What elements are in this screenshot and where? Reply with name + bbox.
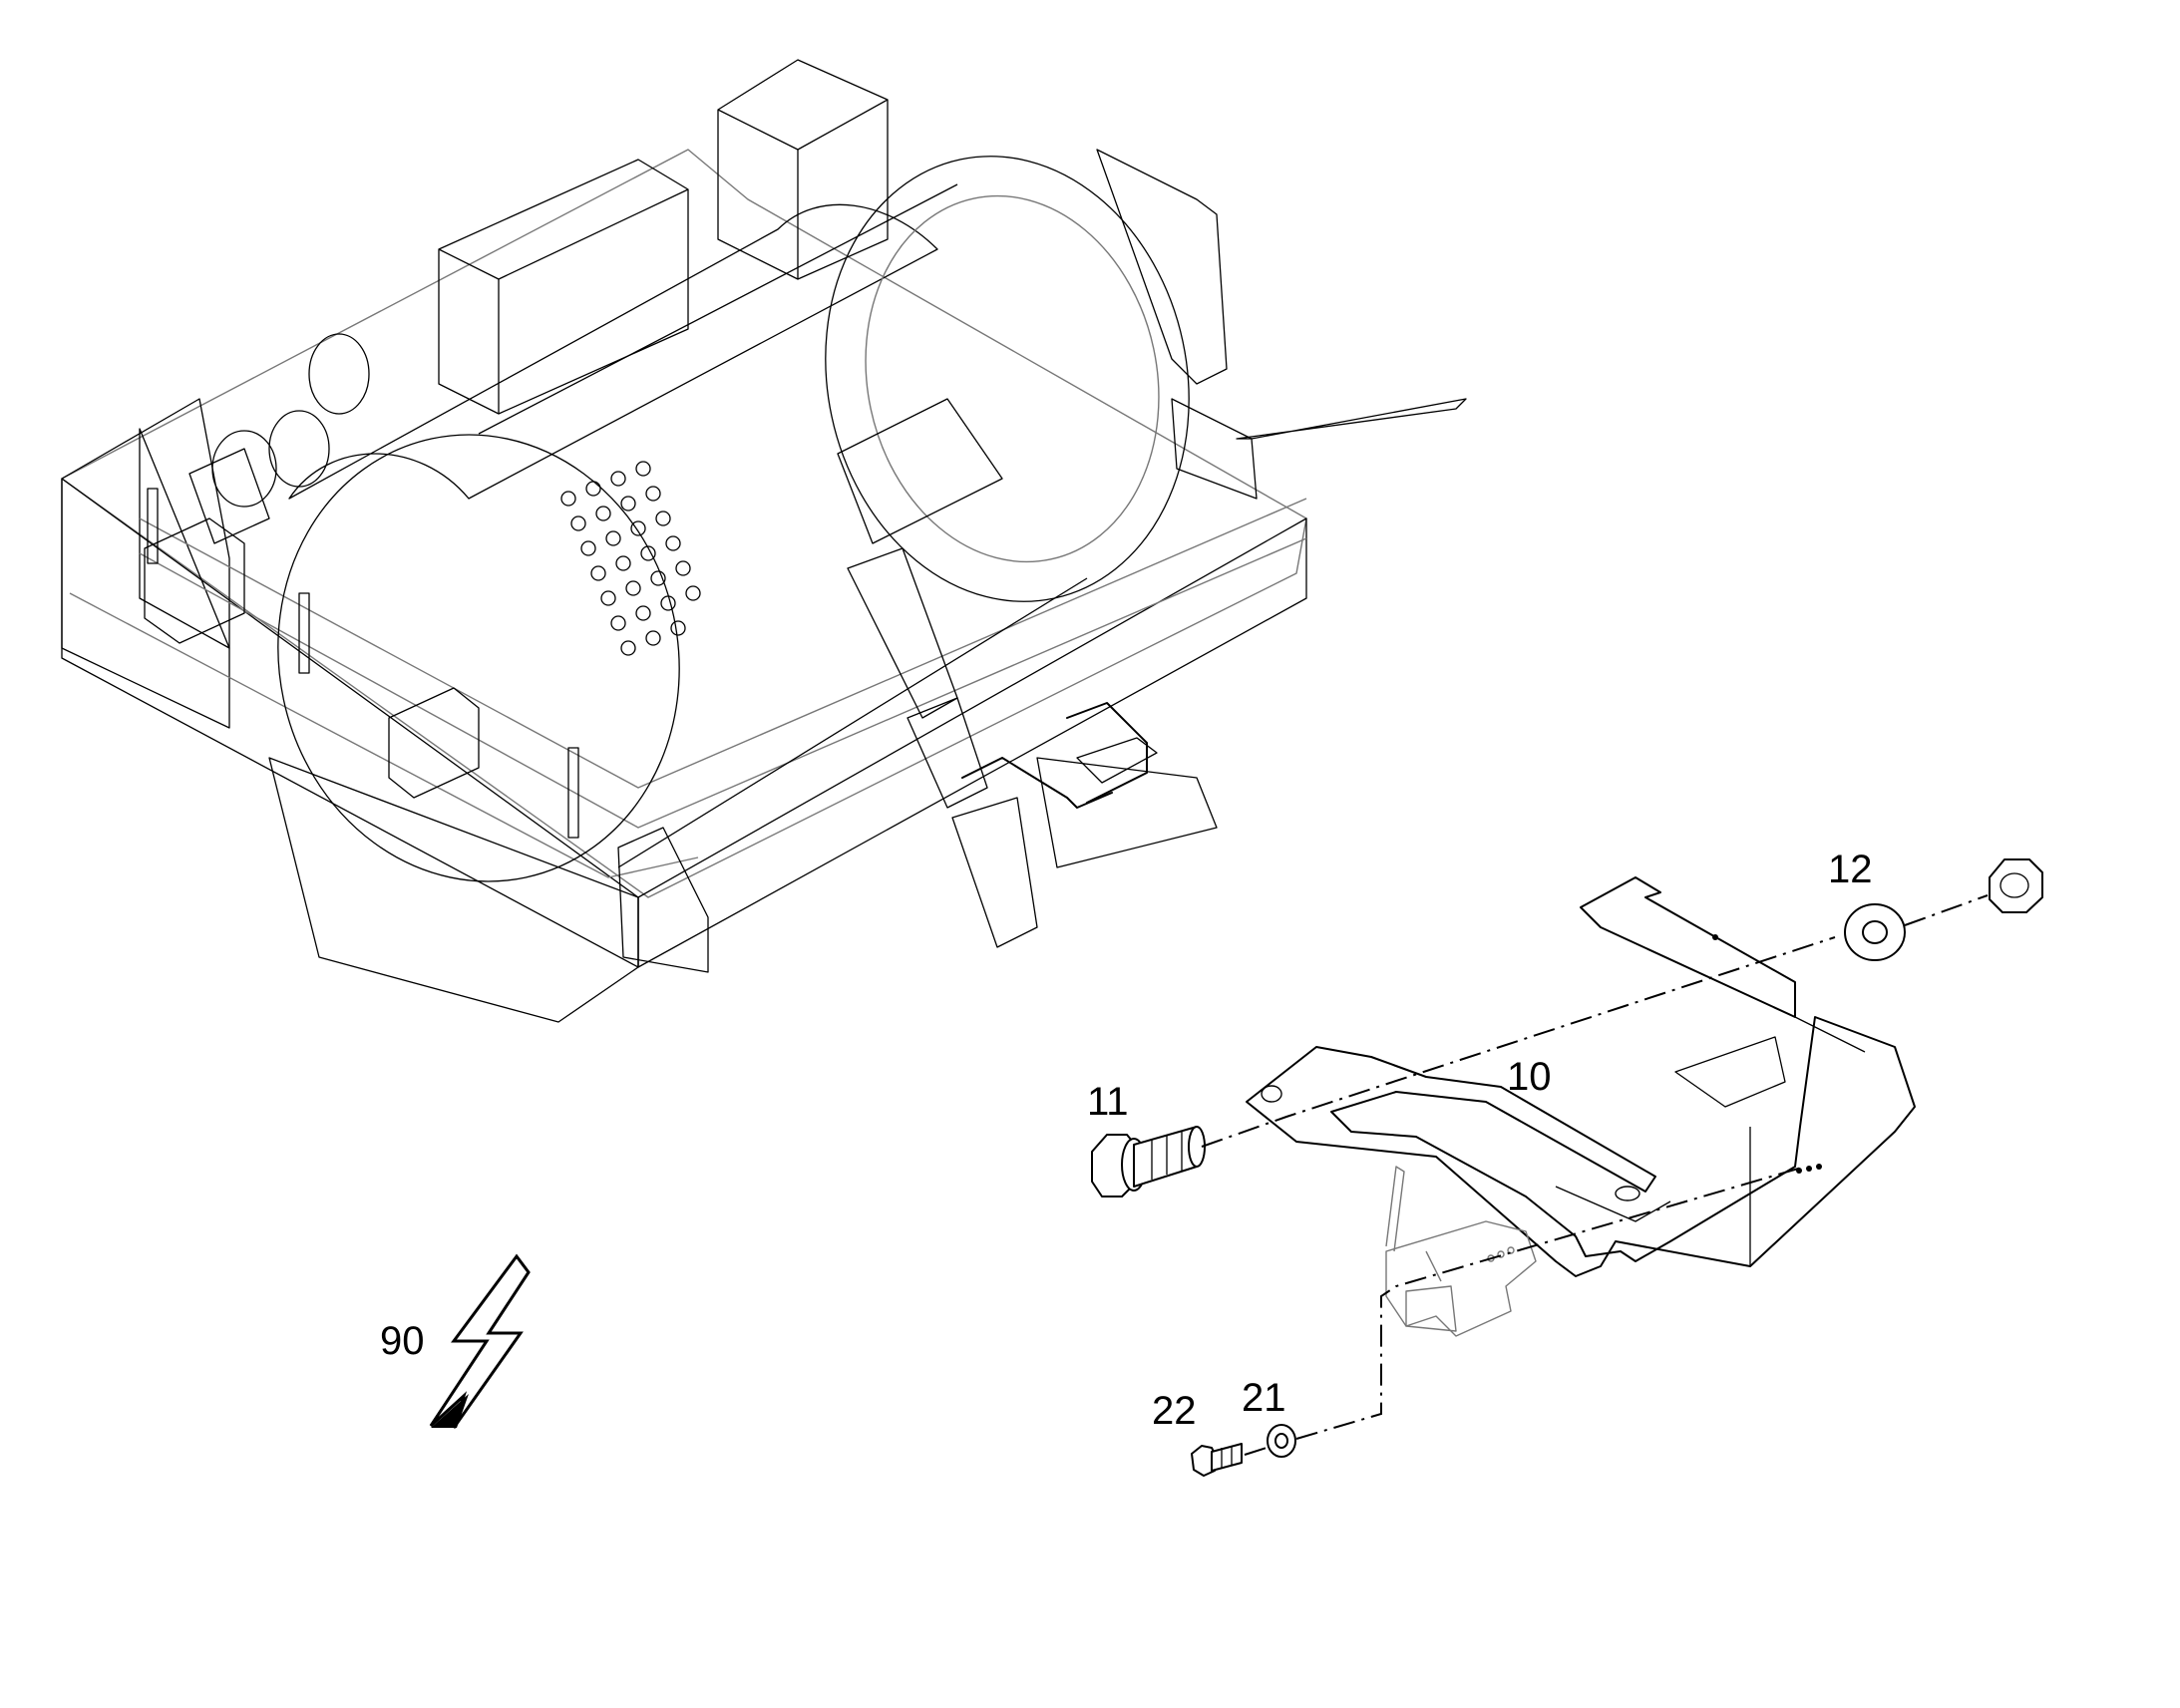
bearing-block-icon <box>1385 1166 1537 1337</box>
hex-nut-icon <box>1989 858 2043 913</box>
callout-part-11: 11 <box>1087 1080 1129 1124</box>
mounting-bracket-icon <box>1246 876 1916 1277</box>
hex-bolt-icon <box>1191 1443 1243 1477</box>
callout-part-22: 22 <box>1152 1389 1197 1433</box>
callout-part-12: 12 <box>1828 848 1873 891</box>
callout-part-10: 10 <box>1507 1055 1552 1099</box>
callout-part-21: 21 <box>1242 1376 1286 1420</box>
hex-bolt-icon <box>1091 1126 1206 1197</box>
sieve-drum-assembly-icon <box>61 59 1467 1023</box>
washer-icon <box>1267 1424 1296 1458</box>
washer-icon <box>1844 903 1906 961</box>
assembly-axis-lines <box>1201 894 1989 1456</box>
callout-part-90: 90 <box>380 1319 425 1363</box>
lightning-bolt-icon <box>429 1253 531 1429</box>
